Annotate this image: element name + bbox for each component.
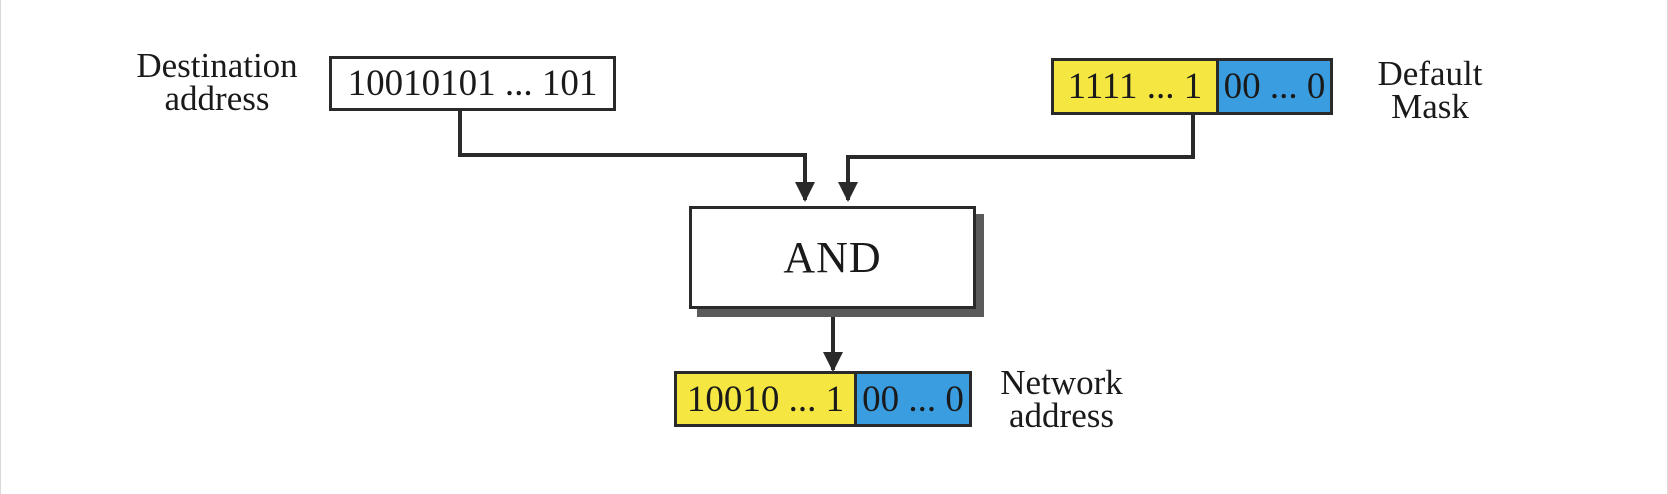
default-mask-label: Default Mask <box>1361 54 1499 126</box>
and-operation-box: AND <box>689 206 976 309</box>
network-label-line1: Network <box>1000 363 1123 402</box>
mask-label-line1: Default <box>1377 54 1483 93</box>
network-zeros-value: 00 ... 0 <box>862 378 964 420</box>
and-operation-label: AND <box>783 233 882 282</box>
default-mask-box: 1111 ... 1 00 ... 0 <box>1051 58 1333 115</box>
network-label-line2: address <box>1009 396 1114 435</box>
destination-to-and-arrow <box>458 110 815 202</box>
destination-address-box: 10010101 ... 101 <box>329 56 616 111</box>
destination-label-line2: address <box>164 79 270 118</box>
mask-zeros-segment: 00 ... 0 <box>1219 61 1330 112</box>
mask-label-line2: Mask <box>1391 87 1469 126</box>
network-ones-segment: 10010 ... 1 <box>677 374 857 424</box>
mask-to-and-arrow <box>838 115 1195 202</box>
network-ones-value: 10010 ... 1 <box>686 378 845 420</box>
mask-zeros-value: 00 ... 0 <box>1223 66 1326 107</box>
destination-address-value: 10010101 ... 101 <box>347 63 598 104</box>
network-zeros-segment: 00 ... 0 <box>857 374 969 424</box>
network-address-box: 10010 ... 1 00 ... 0 <box>674 371 972 427</box>
mask-ones-value: 1111 ... 1 <box>1067 66 1203 107</box>
destination-address-label: Destination address <box>125 46 309 118</box>
destination-label-line1: Destination <box>136 46 298 85</box>
mask-ones-segment: 1111 ... 1 <box>1054 61 1219 112</box>
network-address-label: Network address <box>989 363 1134 435</box>
